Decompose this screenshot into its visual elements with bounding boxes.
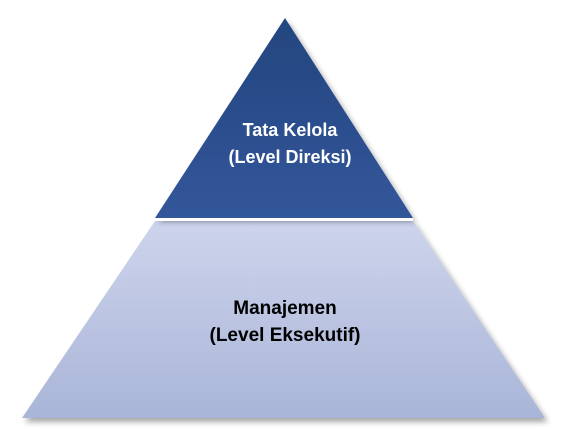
bottom-tier-title: Manajemen bbox=[233, 298, 337, 319]
pyramid-bottom-tier bbox=[22, 221, 545, 418]
bottom-tier-label: Manajemen (Level Eksekutif) bbox=[160, 295, 410, 349]
top-tier-subtitle: (Level Direksi) bbox=[228, 147, 352, 167]
bottom-tier-subtitle: (Level Eksekutif) bbox=[209, 325, 361, 346]
top-tier-label: Tata Kelola (Level Direksi) bbox=[190, 117, 390, 171]
top-tier-title: Tata Kelola bbox=[242, 120, 338, 140]
pyramid-top-tier bbox=[155, 18, 413, 218]
